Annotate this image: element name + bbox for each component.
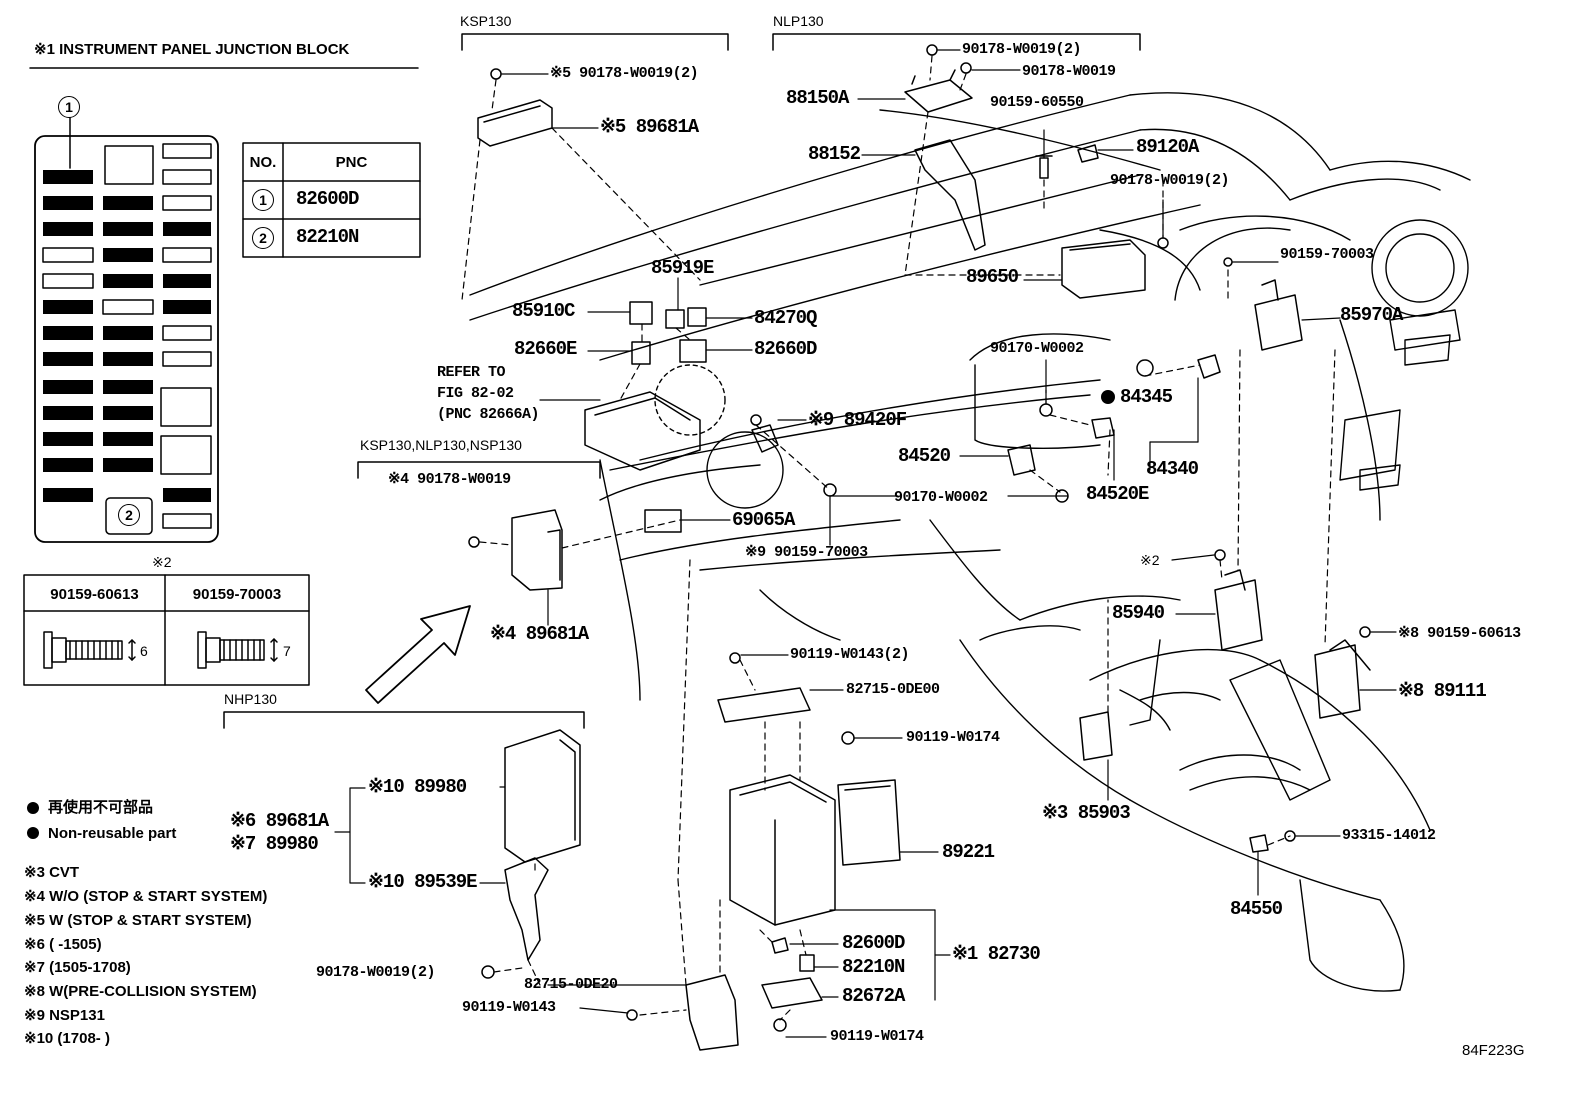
part-label-89221: 89221 <box>942 841 995 863</box>
part-label-refer-fig: FIG 82-02 <box>437 385 514 402</box>
nhp130-bracket <box>223 711 585 729</box>
part-label-88152: 88152 <box>808 143 861 165</box>
note-item: ※7 (1505-1708) <box>24 959 131 976</box>
part-label-90119-w0143-2: 90119-W0143(2) <box>790 646 910 663</box>
part-label-82715-0de00: 82715-0DE00 <box>846 681 940 698</box>
pnc-row-pnc: 82210N <box>296 226 359 248</box>
note-item: ※9 NSP131 <box>24 1007 105 1024</box>
note-item: ※5 W (STOP & START SYSTEM) <box>24 912 252 929</box>
part-label-85910c: 85910C <box>512 300 575 322</box>
dashboard-outline <box>469 92 1471 992</box>
part-label-82715-0de20: 82715-0DE20 <box>524 976 618 993</box>
bolt-table-col1: 90159-60613 <box>50 586 139 603</box>
bolt-table-grid <box>23 574 310 686</box>
part-label-refer-to: REFER TO <box>437 364 506 381</box>
part-label-89420f: ※9 89420F <box>808 409 907 431</box>
figure-code: 84F223G <box>1462 1042 1525 1059</box>
part-label-82660e: 82660E <box>514 338 577 360</box>
part-label-69065a: 69065A <box>732 509 795 531</box>
part-label-84520e: 84520E <box>1086 483 1149 505</box>
part-label-89539e: ※10 89539E <box>368 871 478 893</box>
part-label-89980-7: ※7 89980 <box>230 833 319 855</box>
pnc-header-pnc: PNC <box>335 154 368 171</box>
legend-en: Non-reusable part <box>48 825 177 842</box>
part-label-93315-14012: 93315-14012 <box>1342 827 1436 844</box>
part-label-85919e: 85919E <box>651 257 714 279</box>
part-label-90119-w0143: 90119-W0143 <box>462 999 556 1016</box>
part-label-88150a: 88150A <box>786 87 849 109</box>
part-label-85903: ※3 85903 <box>1042 802 1131 824</box>
page-title: ※1 INSTRUMENT PANEL JUNCTION BLOCK <box>34 41 350 58</box>
common-bracket <box>357 461 601 479</box>
part-label-84345: 84345 <box>1120 386 1173 408</box>
leader-lines <box>334 49 1397 1038</box>
part-label-90119-w0174-b: 90119-W0174 <box>830 1028 924 1045</box>
part-label-82672a: 82672A <box>842 985 905 1007</box>
dashed-guides <box>461 55 1336 1021</box>
part-label-82730: ※1 82730 <box>952 943 1041 965</box>
part-label-84340: 84340 <box>1146 458 1199 480</box>
pnc-row-no: 2 <box>252 227 274 249</box>
part-label-84550: 84550 <box>1230 898 1283 920</box>
bolt-dimension-1: 6 <box>140 643 148 659</box>
part-label-90178-w0019-2-n: 90178-W0019(2) <box>316 964 436 981</box>
part-label-82660d: 82660D <box>754 338 817 360</box>
nlp130-bracket <box>772 33 1141 51</box>
part-label-84520: 84520 <box>898 445 951 467</box>
group-label-common: KSP130,NLP130,NSP130 <box>360 437 522 453</box>
part-label-90170-w0002-a: 90170-W0002 <box>990 340 1084 357</box>
pnc-header-no: NO. <box>249 154 277 171</box>
part-label-90159-60550: 90159-60550 <box>990 94 1084 111</box>
bolt-table-caption: ※2 <box>152 554 172 570</box>
part-label-89111: ※8 89111 <box>1398 680 1487 702</box>
part-label-82210n: 82210N <box>842 956 905 978</box>
part-label-89681a-6: ※6 89681A <box>230 810 329 832</box>
bolt-table-col2: 90159-70003 <box>192 586 282 603</box>
component-shapes <box>468 44 1371 1051</box>
part-label-90159-60613-r: ※8 90159-60613 <box>1398 625 1521 642</box>
part-label-89980-10: ※10 89980 <box>368 776 467 798</box>
bolt-dimension-2: 7 <box>283 643 291 659</box>
legend-jp: 再使用不可部品 <box>48 799 154 816</box>
part-label-84270q: 84270Q <box>754 307 817 329</box>
part-label-90178-w0019-2-nlp: 90178-W0019(2) <box>962 41 1082 58</box>
part-label-82600d: 82600D <box>842 932 905 954</box>
part-label-89120a: 89120A <box>1136 136 1199 158</box>
view-arrow <box>365 605 471 704</box>
part-label-89650: 89650 <box>966 266 1019 288</box>
part-label-90178-w0019-nlp: 90178-W0019 <box>1022 63 1116 80</box>
ksp130-bracket <box>461 33 729 51</box>
part-label-90178-w0019-2-r: 90178-W0019(2) <box>1110 172 1230 189</box>
part-label-89681a-c: ※4 89681A <box>490 623 589 645</box>
part-label-90178-w0019-c: ※4 90178-W0019 <box>388 471 511 488</box>
group-label-nhp130: NHP130 <box>224 691 277 707</box>
part-label-star2: ※2 <box>1140 552 1160 568</box>
note-item: ※10 (1708- ) <box>24 1030 110 1047</box>
pnc-row-no: 1 <box>252 189 274 211</box>
part-label-90159-70003-c: ※9 90159-70003 <box>745 544 868 561</box>
part-label-85970a: 85970A <box>1340 304 1403 326</box>
part-label-90178-w0019-2-ksp: ※5 90178-W0019(2) <box>550 65 699 82</box>
part-label-90159-70003-r: 90159-70003 <box>1280 246 1374 263</box>
pnc-table-grid <box>242 142 421 258</box>
part-label-89681a-ksp: ※5 89681A <box>600 116 699 138</box>
note-item: ※4 W/O (STOP & START SYSTEM) <box>24 888 268 905</box>
note-item: ※6 ( -1505) <box>24 936 102 953</box>
junction-marker-2: 2 <box>118 504 140 526</box>
junction-block-outline <box>34 117 219 543</box>
part-label-90170-w0002-b: 90170-W0002 <box>894 489 988 506</box>
group-label-nlp130: NLP130 <box>773 13 824 29</box>
note-item: ※3 CVT <box>24 864 80 881</box>
part-label-refer-pnc: (PNC 82666A) <box>437 406 540 423</box>
pnc-row-pnc: 82600D <box>296 188 359 210</box>
note-item: ※8 W(PRE-COLLISION SYSTEM) <box>24 983 257 1000</box>
part-label-85940: 85940 <box>1112 602 1165 624</box>
group-label-ksp130: KSP130 <box>460 13 512 29</box>
junction-marker-1: 1 <box>58 96 80 118</box>
part-label-90119-w0174-a: 90119-W0174 <box>906 729 1000 746</box>
